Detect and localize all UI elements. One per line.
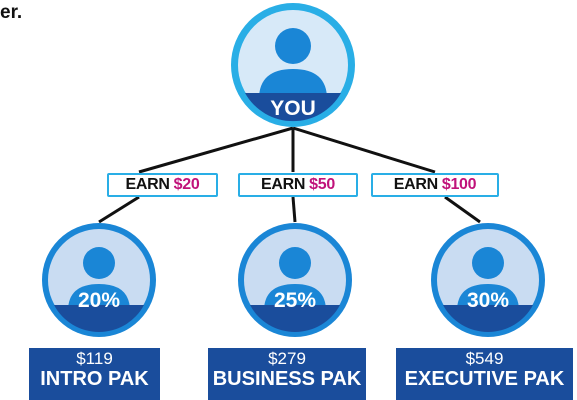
pak-price: $549 bbox=[465, 349, 504, 368]
child-avatar-intro: 20% bbox=[40, 221, 158, 339]
earn-prefix: EARN bbox=[261, 176, 306, 193]
person-icon bbox=[238, 223, 352, 337]
person-icon bbox=[231, 3, 355, 127]
earn-label-business: EARN $50 bbox=[238, 173, 358, 197]
earn-label-intro: EARN $20 bbox=[107, 173, 218, 197]
pak-name: BUSINESS PAK bbox=[212, 368, 362, 390]
pak-name: INTRO PAK bbox=[40, 368, 149, 390]
connector-top-left bbox=[138, 126, 294, 174]
child-avatar-executive: 30% bbox=[429, 221, 547, 339]
earn-amount: $50 bbox=[309, 176, 335, 193]
person-icon bbox=[431, 223, 545, 337]
earn-prefix: EARN bbox=[393, 176, 438, 193]
connector-top-right bbox=[292, 126, 436, 174]
earn-amount: $100 bbox=[441, 176, 477, 193]
pak-price: $279 bbox=[268, 349, 306, 368]
earn-prefix: EARN bbox=[125, 176, 170, 193]
percent-label: 30% bbox=[466, 289, 510, 312]
connector-left-child bbox=[98, 195, 140, 224]
percent-label: 20% bbox=[77, 289, 121, 312]
header-text-fragment: er. bbox=[0, 2, 23, 23]
connector-right-child bbox=[444, 195, 481, 224]
child-avatar-business: 25% bbox=[236, 221, 354, 339]
pak-price: $119 bbox=[76, 349, 113, 368]
pak-intro: $119 INTRO PAK bbox=[29, 348, 160, 400]
connector-center-child bbox=[291, 196, 297, 223]
you-avatar: YOU bbox=[229, 1, 357, 129]
percent-label: 25% bbox=[273, 289, 317, 312]
you-label: YOU bbox=[270, 97, 316, 120]
pak-name: EXECUTIVE PAK bbox=[404, 368, 565, 390]
person-icon bbox=[42, 223, 156, 337]
pak-business: $279 BUSINESS PAK bbox=[208, 348, 366, 400]
earn-label-executive: EARN $100 bbox=[371, 173, 499, 197]
earn-amount: $20 bbox=[173, 176, 200, 193]
pak-executive: $549 EXECUTIVE PAK bbox=[396, 348, 573, 400]
